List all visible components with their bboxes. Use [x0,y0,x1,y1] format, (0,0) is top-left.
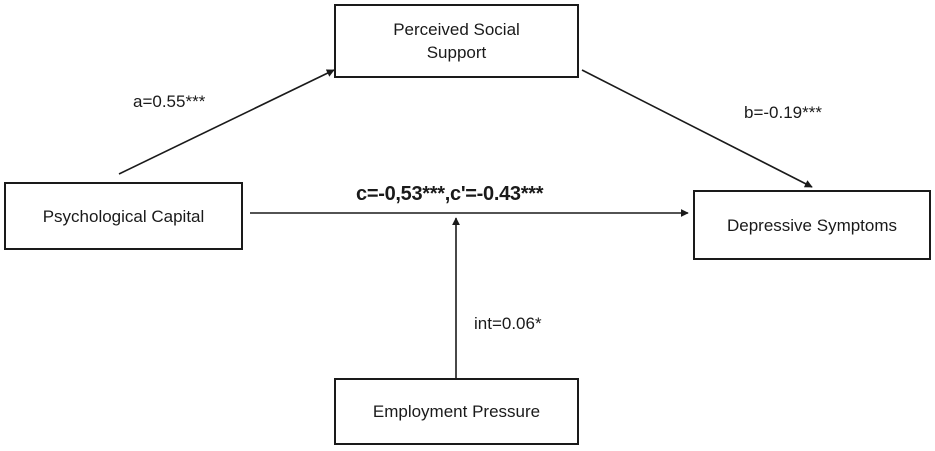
path-b-arrow [581,69,813,188]
path-b-coefficient: b=-0.19*** [744,103,822,122]
predictor-node-psychological-capital: Psychological Capital [4,182,243,250]
interaction-coefficient: int=0.06* [474,314,542,333]
mediator-label-line2: Support [426,43,487,62]
moderator-label: Employment Pressure [372,402,541,421]
path-c-coefficient: c=-0,53***,c'=-0.43*** [356,183,544,205]
outcome-label: Depressive Symptoms [726,215,898,235]
outcome-node-depressive-symptoms: Depressive Symptoms [693,190,931,260]
predictor-label: Psychological Capital [42,206,205,226]
mediator-label-line1: Perceived Social [393,20,520,39]
mediator-node-perceived-social-support: Perceived Social Support [334,4,579,78]
path-a-coefficient: a=0.55*** [133,92,206,111]
moderator-node-employment-pressure: Employment Pressure [334,378,579,445]
path-a-arrow [118,69,335,175]
